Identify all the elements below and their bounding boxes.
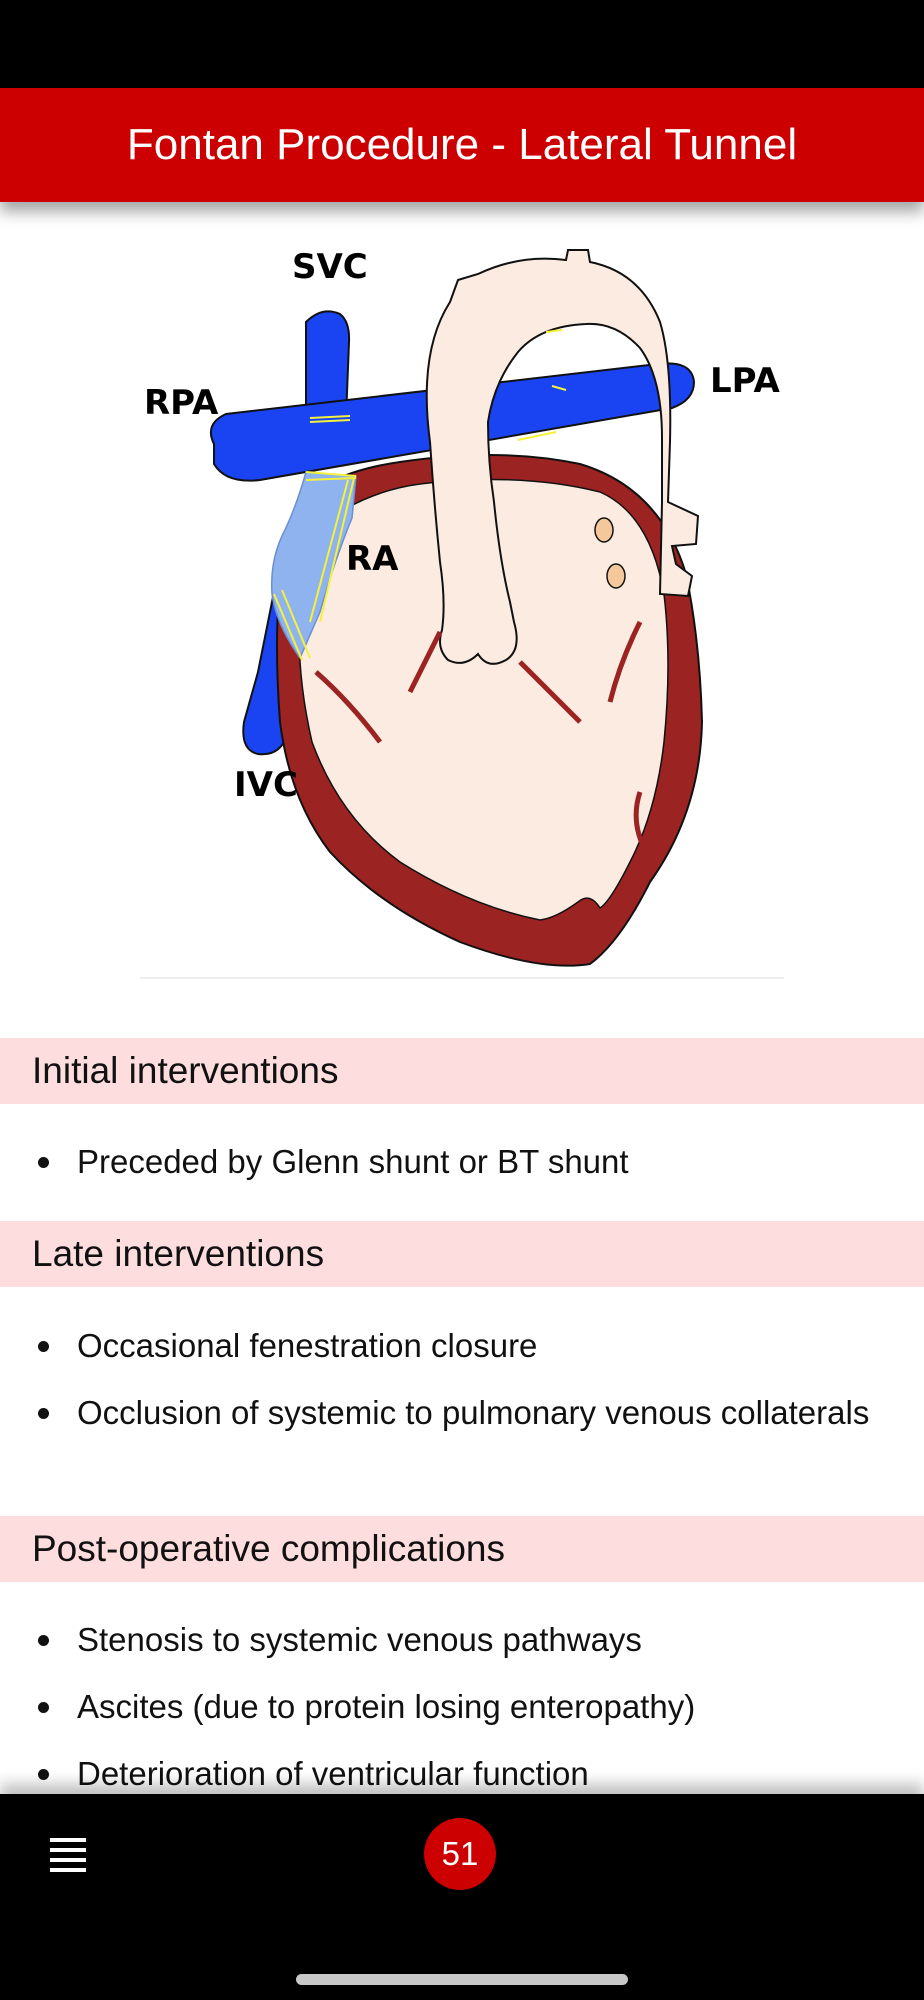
section-header-post-operative-complications: Post-operative complications xyxy=(0,1516,924,1582)
lateral-tunnel xyxy=(270,471,357,660)
bullet-icon xyxy=(38,1157,49,1168)
page-number-badge[interactable]: 51 xyxy=(424,1818,496,1890)
heart-chamber xyxy=(298,478,669,921)
list-item-text: Stenosis to systemic venous pathways xyxy=(77,1621,642,1658)
label-lpa: LPA xyxy=(710,361,780,401)
bullet-icon xyxy=(38,1635,49,1646)
suture-lines xyxy=(273,329,567,661)
svc-vessel xyxy=(305,310,351,419)
aorta xyxy=(425,249,700,665)
list-item-text: Deterioration of ventricular function xyxy=(77,1755,589,1792)
list-item-text: Occlusion of systemic to pulmonary venou… xyxy=(77,1394,870,1431)
section-header-initial-interventions: Initial interventions xyxy=(0,1038,924,1104)
label-ivc: IVC xyxy=(234,765,298,805)
bullet-icon xyxy=(38,1769,49,1780)
list-item-text: Preceded by Glenn shunt or BT shunt xyxy=(77,1143,629,1180)
fontan-diagram: SVC RPA LPA RA IVC xyxy=(140,247,784,979)
bullet-icon xyxy=(38,1702,49,1713)
content-area[interactable]: SVC RPA LPA RA IVC Initial interventions… xyxy=(0,202,924,1794)
list-item-text: Ascites (due to protein losing enteropat… xyxy=(77,1688,696,1725)
home-indicator[interactable] xyxy=(296,1974,628,1985)
list-item-text: Occasional fenestration closure xyxy=(77,1327,538,1364)
bullet-icon xyxy=(38,1408,49,1419)
hamburger-menu-icon[interactable] xyxy=(50,1838,86,1874)
section-header-late-interventions: Late interventions xyxy=(0,1221,924,1287)
status-bar xyxy=(0,0,924,88)
pulmonary-vein-2 xyxy=(606,563,626,589)
label-svc: SVC xyxy=(292,247,368,287)
label-ra: RA xyxy=(346,539,399,579)
page-title: Fontan Procedure - Lateral Tunnel xyxy=(0,88,924,202)
label-rpa: RPA xyxy=(144,383,219,423)
pulmonary-vein-1 xyxy=(594,517,614,543)
coronary-vessels xyxy=(314,620,649,854)
bottom-bar: 51 xyxy=(0,1794,924,2000)
bullet-icon xyxy=(38,1341,49,1352)
